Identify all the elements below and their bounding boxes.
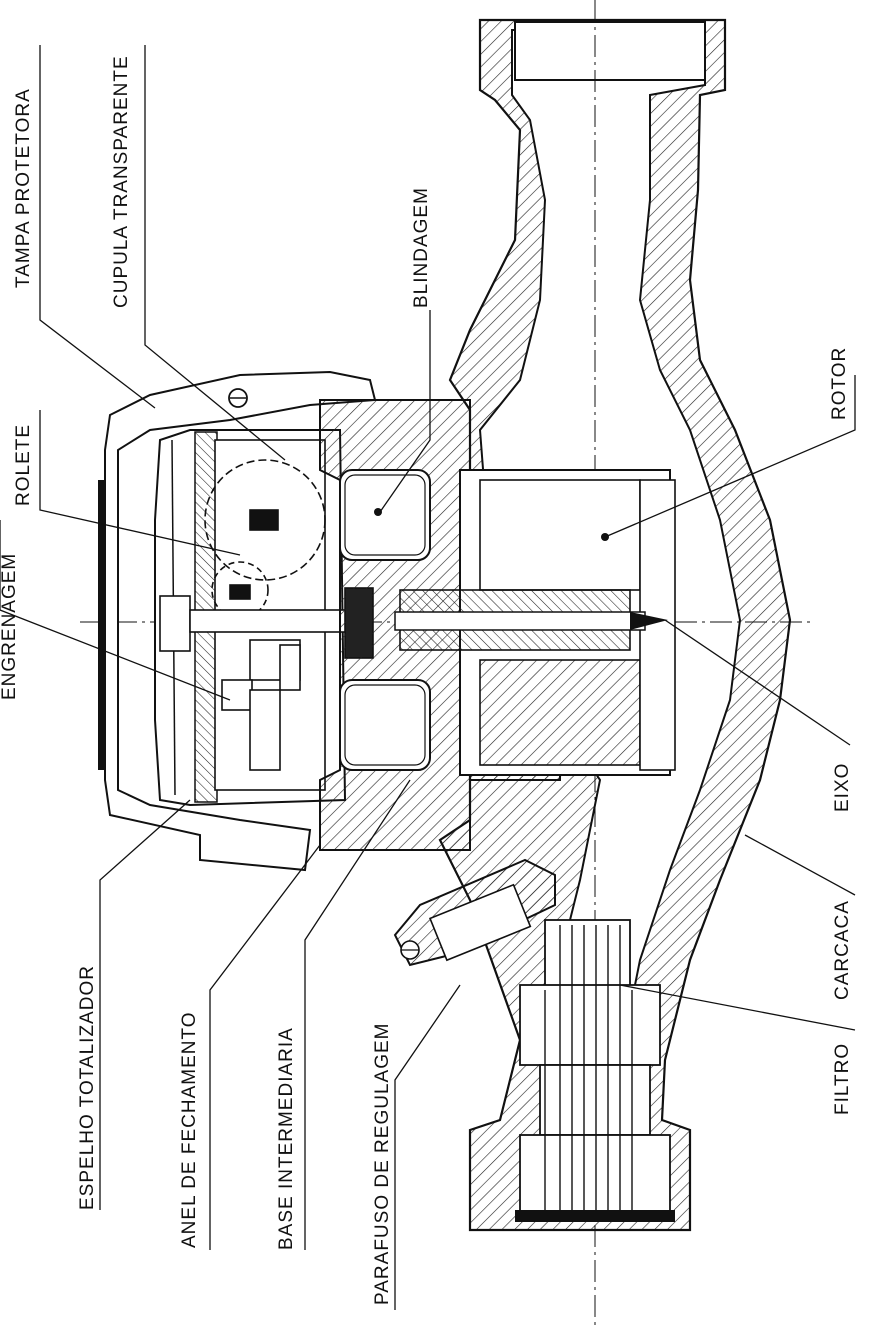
label-base-intermediaria: BASE INTERMEDIARIA <box>276 1027 297 1250</box>
label-rotor: ROTOR <box>829 346 850 420</box>
leader-lines <box>0 45 856 1310</box>
filtro <box>515 919 675 1222</box>
parafuso-de-regulagem <box>393 858 556 967</box>
label-rolete: ROLETE <box>13 423 34 506</box>
eixo-shaft <box>394 589 668 651</box>
label-blindagem: BLINDAGEM <box>411 187 432 308</box>
label-espelho-totalizador: ESPELHO TOTALIZADOR <box>77 965 98 1210</box>
label-cupula-transparente: CUPULA TRANSPARENTE <box>111 55 132 308</box>
label-tampa-protetora: TAMPA PROTETORA <box>13 88 34 288</box>
label-filtro: FILTRO <box>832 1042 853 1115</box>
label-carcaca: CARCACA <box>832 900 853 1000</box>
label-anel-de-fechamento: ANEL DE FECHAMENTO <box>179 1011 200 1248</box>
label-eixo: EIXO <box>832 762 853 812</box>
label-parafuso-de-regulagem: PARAFUSO DE REGULAGEM <box>372 1022 393 1305</box>
label-engrenagem: ENGRENAGEM <box>0 552 20 700</box>
